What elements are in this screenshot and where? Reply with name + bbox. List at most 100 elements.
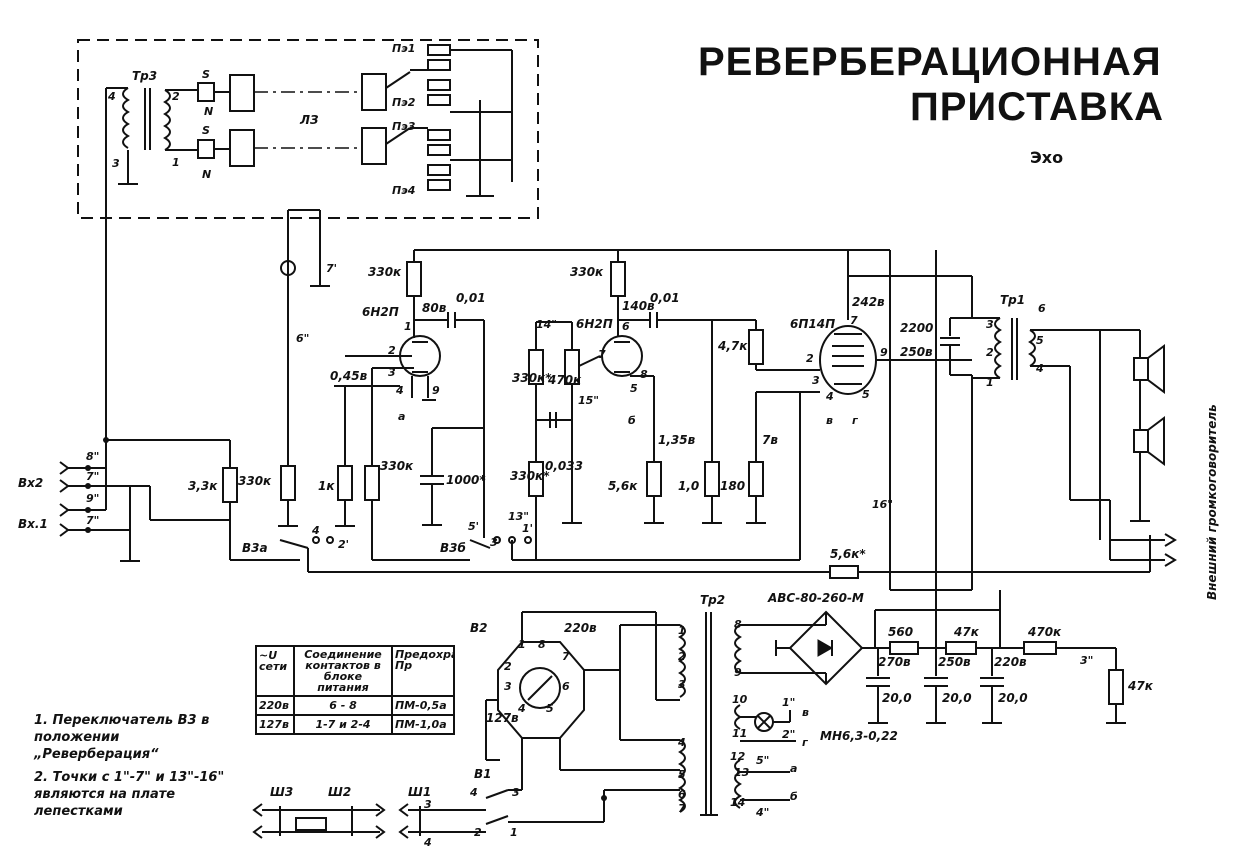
pin-5b: 5 bbox=[862, 388, 870, 401]
v250b-label: 250в bbox=[938, 655, 971, 669]
point-9: 9" bbox=[86, 492, 99, 505]
point-16: 16" bbox=[872, 498, 893, 511]
tr2-pin5: 5 bbox=[678, 768, 686, 781]
switch-b1: В1 bbox=[474, 767, 492, 781]
tr2-pin10: 10 bbox=[732, 693, 748, 706]
r-3-3k: 3,3к bbox=[188, 479, 218, 493]
delay-unit-block: Тр3 4 3 2 1 S N S N ЛЗ bbox=[77, 39, 539, 440]
input-1-label: Вх.1 bbox=[18, 517, 48, 531]
tr2-pin1: 1 bbox=[678, 624, 686, 637]
lamp-pin-v: в bbox=[802, 706, 809, 719]
switch-b3a: В3а bbox=[242, 541, 268, 555]
tr2-pin3: 3 bbox=[678, 678, 686, 691]
pe1-label: Пэ1 bbox=[392, 42, 415, 55]
point-1p: 1' bbox=[522, 522, 533, 535]
head-s1: S bbox=[202, 68, 210, 81]
tr1-pin2: 2 bbox=[986, 346, 994, 359]
head-s2: S bbox=[202, 124, 210, 137]
tube2-label: 6Н2П bbox=[576, 317, 613, 331]
tr1-label: Тр1 bbox=[1000, 293, 1025, 307]
r-47k: 47к bbox=[953, 625, 980, 639]
b2-pin4: 4 bbox=[517, 702, 526, 715]
tr3-label: Тр3 bbox=[132, 69, 157, 83]
power-supply: В2 8 1 2 3 4 5 6 7 220в 127в Тр2 bbox=[252, 500, 1154, 849]
inputs: Вх2 Вх.1 8" 7" 9" 7" bbox=[18, 440, 300, 562]
tube2-pin-b: б bbox=[628, 414, 636, 427]
table-header-connection: Соединение контактов в блоке питания bbox=[295, 647, 393, 695]
c-0033: 0,033 bbox=[545, 459, 583, 473]
tr2-pin4: 4 bbox=[677, 736, 686, 749]
b2-pin2: 2 bbox=[504, 660, 512, 673]
v220-b2: 220в bbox=[564, 621, 597, 635]
switch-b2: В2 bbox=[470, 621, 488, 635]
speaker-1 bbox=[1133, 344, 1165, 394]
table-cell: 127в bbox=[257, 716, 295, 733]
pin-b-out: б bbox=[790, 790, 798, 803]
r-330k-f: 330к* bbox=[510, 469, 550, 483]
note-1: 1. Переключатель В3 в положении „Ревербе… bbox=[34, 713, 210, 762]
tr1-pin3: 3 bbox=[986, 318, 994, 331]
v242-label: 242в bbox=[852, 295, 885, 309]
speaker-label: Внешний громкоговоритель bbox=[1205, 404, 1219, 600]
b2-pin5: 5 bbox=[546, 702, 554, 715]
v80-label: 80в bbox=[422, 301, 447, 315]
point-15: 15" bbox=[578, 394, 599, 407]
table-header-fuse: Предохранитель Пр bbox=[395, 648, 453, 672]
title-line-1: РЕВЕРБЕРАЦИОННАЯ bbox=[698, 40, 1162, 84]
tube1-pin-a: а bbox=[398, 410, 405, 423]
r-330k-e: 330к bbox=[570, 265, 604, 279]
tr3-pin2: 2 bbox=[172, 90, 180, 103]
c-20-b: 20,0 bbox=[942, 691, 972, 705]
conn-sh1: Ш1 bbox=[408, 785, 431, 799]
pin-3b: 3 bbox=[812, 374, 820, 387]
tr2-pin6: 6 bbox=[678, 788, 686, 801]
pin-7: 7 bbox=[598, 348, 606, 361]
tr2-pin9: 9 bbox=[734, 666, 742, 679]
notes: 1. Переключатель В3 в положении „Ревербе… bbox=[34, 712, 234, 820]
sh1-pin3: 3 bbox=[424, 798, 432, 811]
conn-sh2: Ш2 bbox=[328, 785, 351, 799]
c-1000: 1000* bbox=[446, 473, 486, 487]
point-7: 7" bbox=[86, 470, 99, 483]
point-4: 4 bbox=[311, 524, 320, 537]
pin-a-out: а bbox=[790, 762, 797, 775]
c-20-a: 20,0 bbox=[882, 691, 912, 705]
input-2-label: Вх2 bbox=[18, 476, 43, 490]
point-3: 3" bbox=[1080, 654, 1093, 667]
pin-7b: 7 bbox=[850, 314, 858, 327]
tr1-pin5: 5 bbox=[1036, 334, 1044, 347]
r-47k-b: 47к bbox=[1127, 679, 1154, 693]
table-cell: ПМ-1,0а bbox=[395, 718, 447, 731]
v270-label: 270в bbox=[878, 655, 911, 669]
c-001-b: 0,01 bbox=[650, 291, 680, 305]
c-2200: 2200 bbox=[900, 321, 933, 335]
v140-label: 140в bbox=[622, 299, 655, 313]
power-table: ~U сети Соединение контактов в блоке пит… bbox=[255, 645, 455, 735]
r-5-6k-star: 5,6к* bbox=[830, 547, 866, 561]
point-4b: 4" bbox=[755, 806, 769, 819]
point-13: 13" bbox=[508, 510, 529, 523]
pin-9: 9 bbox=[432, 384, 440, 397]
pe2-label: Пэ2 bbox=[392, 96, 416, 109]
lamp-pin-g: г bbox=[802, 736, 809, 749]
tr3-pin3: 3 bbox=[112, 157, 120, 170]
lamp-label: МН6,3-0,22 bbox=[820, 729, 898, 743]
point-3p: 3' bbox=[490, 536, 501, 549]
delay-line-label: ЛЗ bbox=[299, 113, 319, 127]
point-5: 5" bbox=[756, 754, 769, 767]
point-2p: 2' bbox=[338, 538, 349, 551]
table-header-voltage: ~U сети bbox=[257, 647, 295, 695]
pin-9b: 9 bbox=[880, 346, 888, 359]
tr2-pin7: 7 bbox=[678, 802, 686, 815]
point-8: 8" bbox=[86, 450, 99, 463]
tube3-pin-v: в bbox=[826, 414, 833, 427]
pin-2b: 2 bbox=[806, 352, 814, 365]
head-n1: N bbox=[204, 105, 213, 118]
v250-label: 250в bbox=[900, 345, 933, 359]
tr2-label: Тр2 bbox=[700, 593, 725, 607]
v045-label: 0,45в bbox=[330, 369, 368, 383]
r-5-6k: 5,6к bbox=[608, 479, 638, 493]
speaker-2 bbox=[1133, 416, 1165, 466]
tube3-label: 6П14П bbox=[790, 317, 835, 331]
